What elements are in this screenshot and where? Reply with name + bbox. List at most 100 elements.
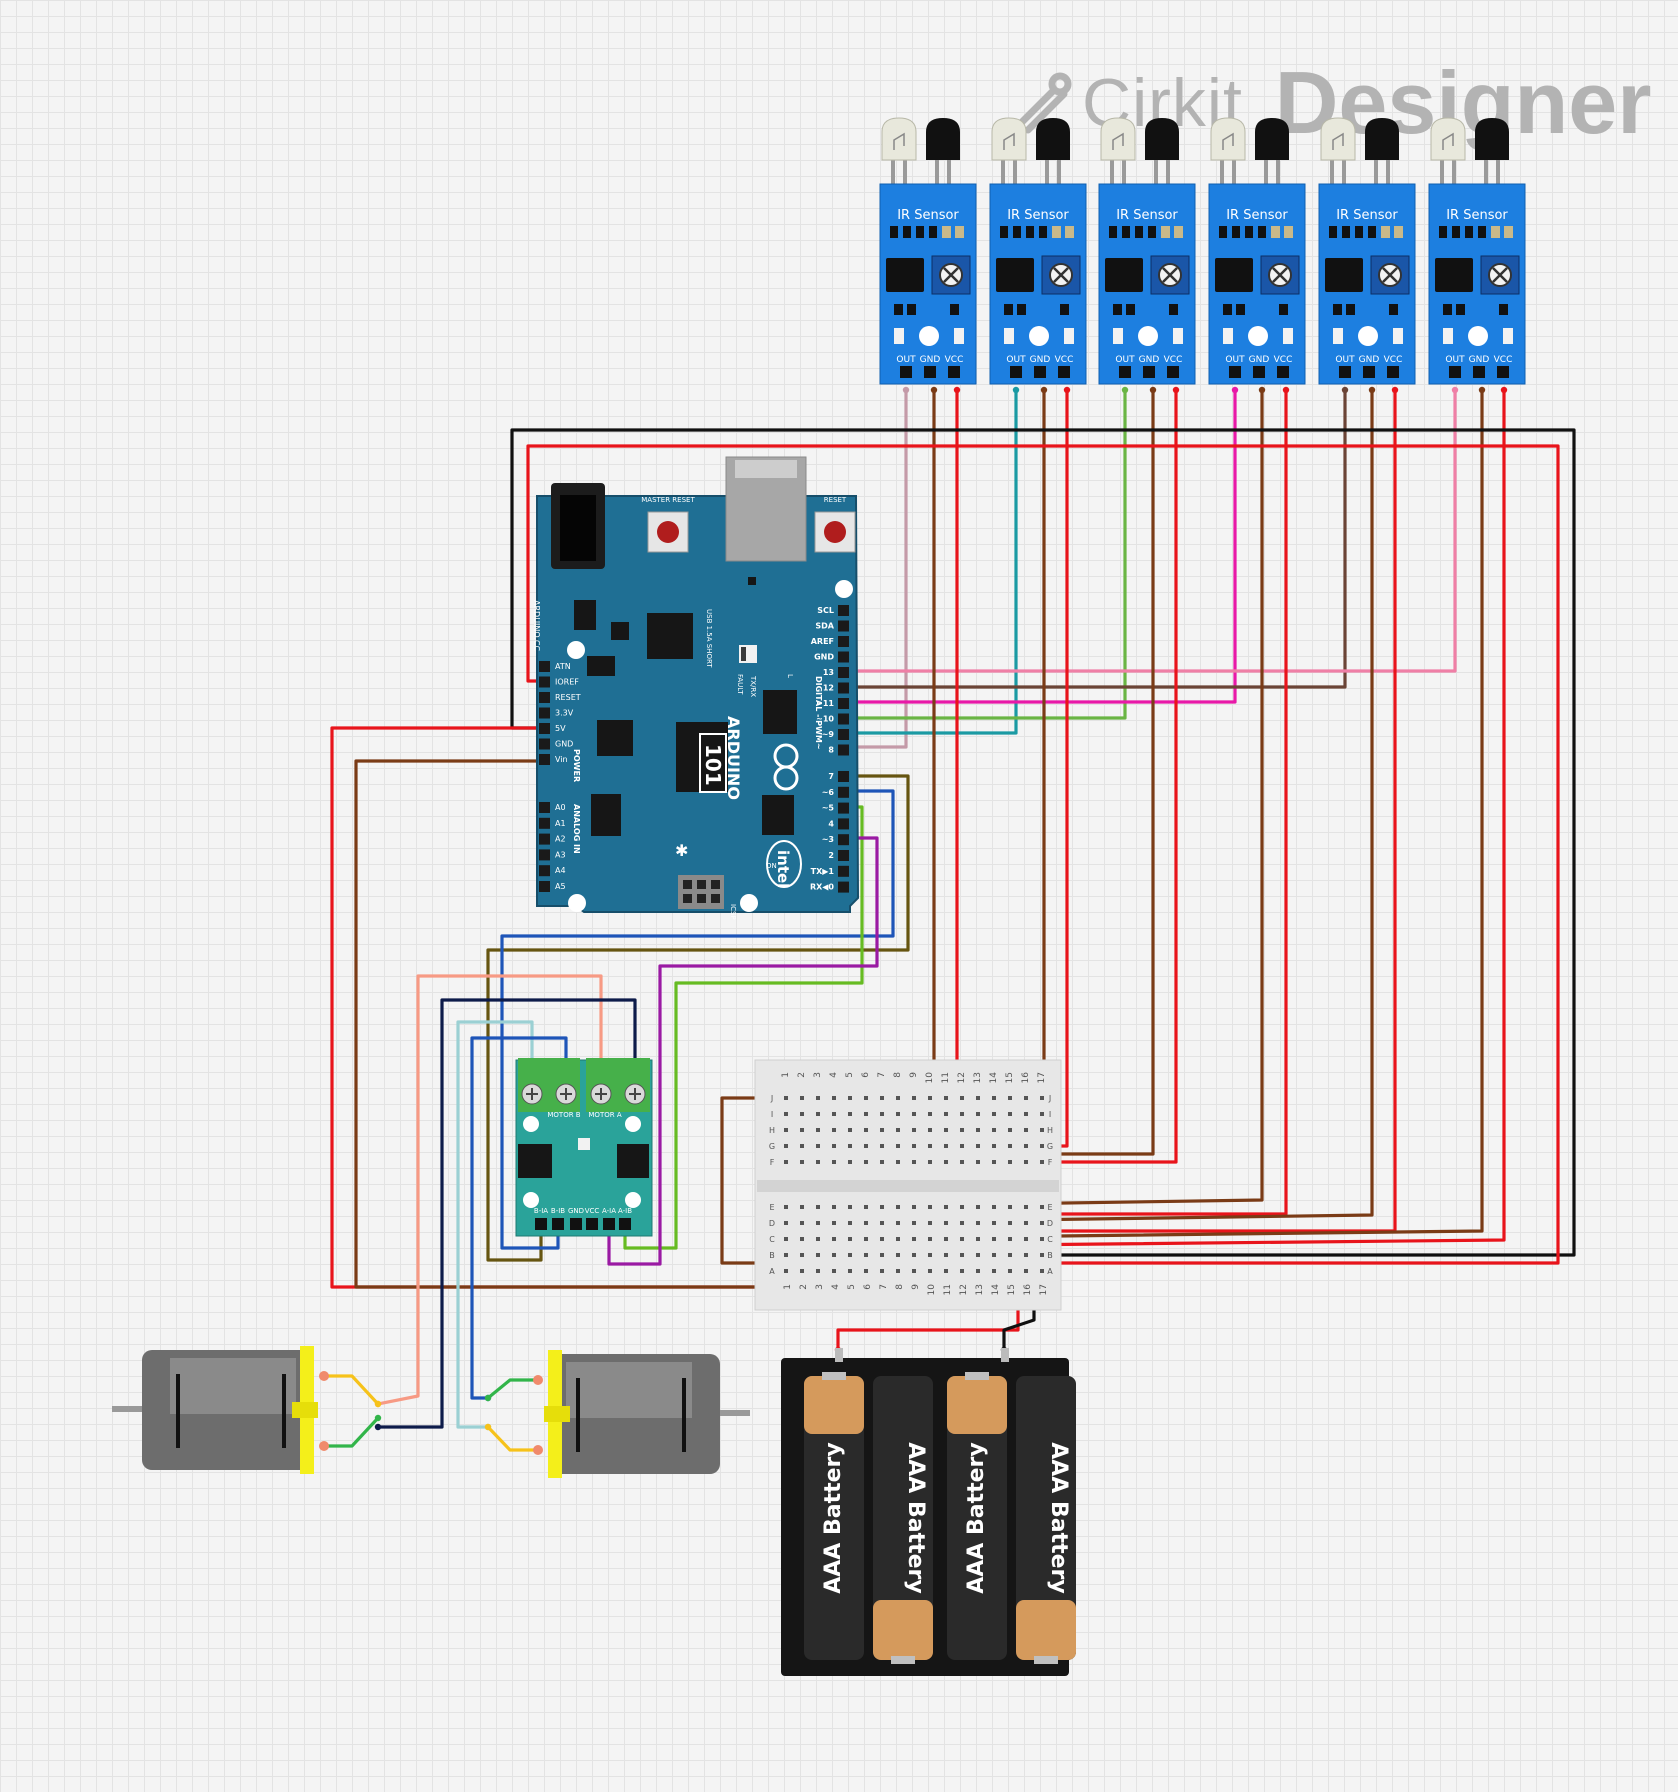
wire-d7-driver[interactable] — [486, 774, 910, 1262]
motor-terminal[interactable] — [319, 1441, 329, 1451]
breadboard-hole[interactable] — [960, 1128, 964, 1132]
breadboard-hole[interactable] — [976, 1112, 980, 1116]
breadboard-hole[interactable] — [912, 1253, 916, 1257]
breadboard-hole[interactable] — [800, 1205, 804, 1209]
header-pin[interactable] — [838, 667, 849, 678]
breadboard-hole[interactable] — [944, 1269, 948, 1273]
header-pin[interactable] — [838, 834, 849, 846]
battery-cell[interactable] — [873, 1376, 933, 1660]
breadboard-hole[interactable] — [1024, 1128, 1028, 1132]
breadboard-hole[interactable] — [816, 1237, 820, 1241]
breadboard-hole[interactable] — [1008, 1205, 1012, 1209]
breadboard-hole[interactable] — [960, 1112, 964, 1116]
breadboard-hole[interactable] — [992, 1253, 996, 1257]
potentiometer-icon[interactable] — [931, 255, 971, 295]
breadboard-hole[interactable] — [832, 1237, 836, 1241]
header-pin[interactable] — [539, 661, 550, 672]
breadboard-hole[interactable] — [784, 1237, 788, 1241]
breadboard-hole[interactable] — [816, 1269, 820, 1273]
wire-motor-a-plus[interactable] — [376, 974, 603, 1406]
sensor-pin-header[interactable] — [1473, 366, 1485, 378]
breadboard-hole[interactable] — [912, 1160, 916, 1164]
breadboard-hole[interactable] — [928, 1096, 932, 1100]
dc-motor-2[interactable] — [533, 1350, 750, 1478]
breadboard-hole[interactable] — [864, 1112, 868, 1116]
potentiometer-icon[interactable] — [1480, 255, 1520, 295]
breadboard-hole[interactable] — [976, 1237, 980, 1241]
motor-terminal[interactable] — [533, 1445, 543, 1455]
breadboard-hole[interactable] — [1024, 1253, 1028, 1257]
sensor-pin-header[interactable] — [1449, 366, 1461, 378]
breadboard-hole[interactable] — [944, 1112, 948, 1116]
breadboard-hole[interactable] — [1008, 1112, 1012, 1116]
driver-pin[interactable] — [570, 1218, 582, 1230]
breadboard-hole[interactable] — [880, 1269, 884, 1273]
breadboard-hole[interactable] — [992, 1112, 996, 1116]
breadboard-hole[interactable] — [992, 1128, 996, 1132]
breadboard-hole[interactable] — [944, 1253, 948, 1257]
sensor-pin-header[interactable] — [1034, 366, 1046, 378]
breadboard-hole[interactable] — [816, 1096, 820, 1100]
breadboard-hole[interactable] — [992, 1160, 996, 1164]
sensor-pin-header[interactable] — [900, 366, 912, 378]
breadboard-hole[interactable] — [1008, 1221, 1012, 1225]
breadboard-hole[interactable] — [800, 1269, 804, 1273]
sensor-pin-header[interactable] — [948, 366, 960, 378]
driver-pin[interactable] — [552, 1218, 564, 1230]
breadboard-hole[interactable] — [944, 1237, 948, 1241]
breadboard-hole[interactable] — [784, 1128, 788, 1132]
driver-pin[interactable] — [603, 1218, 615, 1230]
breadboard-hole[interactable] — [928, 1205, 932, 1209]
header-pin[interactable] — [838, 605, 849, 616]
breadboard-hole[interactable] — [896, 1096, 900, 1100]
header-pin[interactable] — [539, 754, 550, 765]
header-pin[interactable] — [539, 692, 550, 703]
wire-ir2-vcc[interactable] — [1036, 388, 1069, 1148]
wire-ir5-out[interactable] — [845, 388, 1347, 689]
breadboard-hole[interactable] — [976, 1160, 980, 1164]
sensor-pin-header[interactable] — [1058, 366, 1070, 378]
breadboard-hole[interactable] — [880, 1237, 884, 1241]
breadboard-hole[interactable] — [992, 1096, 996, 1100]
battery-cell[interactable] — [804, 1376, 864, 1660]
header-pin[interactable] — [539, 849, 550, 861]
breadboard-hole[interactable] — [864, 1144, 868, 1148]
breadboard-hole[interactable] — [992, 1221, 996, 1225]
breadboard-hole[interactable] — [976, 1144, 980, 1148]
sensor-pin-header[interactable] — [1363, 366, 1375, 378]
breadboard-hole[interactable] — [992, 1269, 996, 1273]
dc-motor-1[interactable] — [112, 1346, 329, 1474]
wire-ir3-out[interactable] — [845, 388, 1127, 720]
breadboard-hole[interactable] — [864, 1253, 868, 1257]
breadboard-hole[interactable] — [816, 1253, 820, 1257]
breadboard-hole[interactable] — [896, 1144, 900, 1148]
breadboard-hole[interactable] — [1024, 1096, 1028, 1100]
header-pin[interactable] — [838, 771, 849, 782]
breadboard-hole[interactable] — [896, 1205, 900, 1209]
breadboard-hole[interactable] — [816, 1205, 820, 1209]
sensor-pin-header[interactable] — [1229, 366, 1241, 378]
breadboard-hole[interactable] — [928, 1269, 932, 1273]
breadboard-hole[interactable] — [832, 1096, 836, 1100]
wire-d3-driver[interactable] — [607, 836, 879, 1266]
breadboard-hole[interactable] — [896, 1128, 900, 1132]
breadboard-hole[interactable] — [960, 1205, 964, 1209]
breadboard-hole[interactable] — [928, 1253, 932, 1257]
header-pin[interactable] — [539, 881, 550, 892]
header-pin[interactable] — [838, 620, 849, 632]
breadboard-hole[interactable] — [992, 1205, 996, 1209]
breadboard-hole[interactable] — [912, 1144, 916, 1148]
breadboard-hole[interactable] — [912, 1221, 916, 1225]
breadboard-hole[interactable] — [976, 1096, 980, 1100]
breadboard-hole[interactable] — [848, 1221, 852, 1225]
header-pin[interactable] — [539, 802, 550, 813]
breadboard-hole[interactable] — [832, 1160, 836, 1164]
breadboard-hole[interactable] — [832, 1269, 836, 1273]
breadboard-hole[interactable] — [832, 1205, 836, 1209]
breadboard-hole[interactable] — [976, 1128, 980, 1132]
wire-motor1-lead[interactable] — [322, 1374, 380, 1406]
breadboard-hole[interactable] — [1040, 1160, 1044, 1164]
